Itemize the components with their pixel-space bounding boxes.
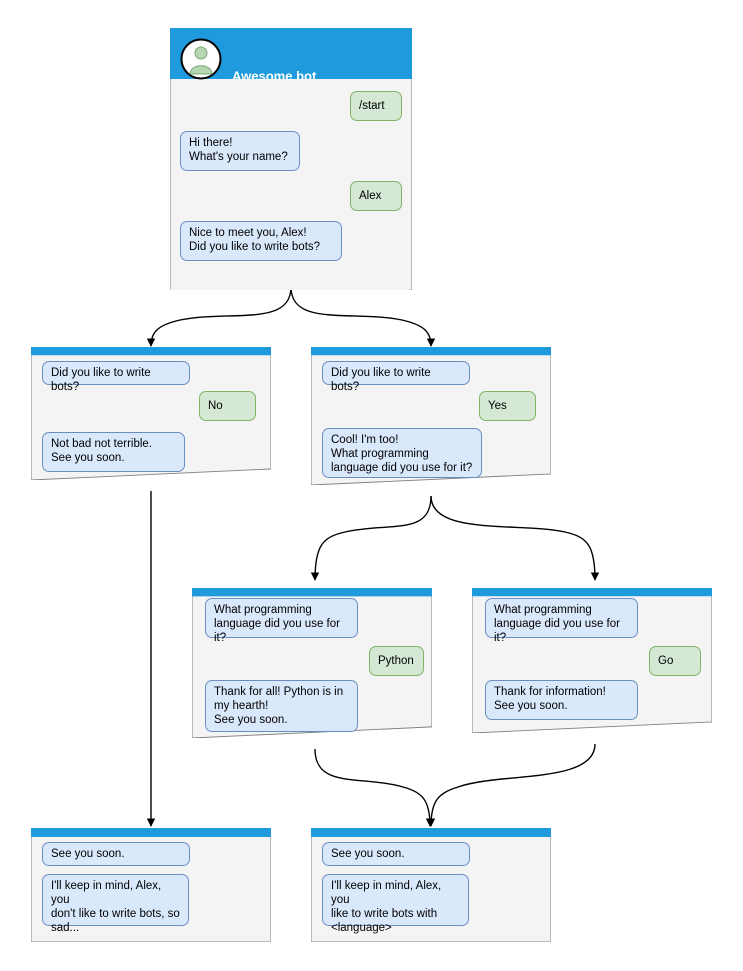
- yes-branch-msg-1[interactable]: Yes: [479, 391, 536, 421]
- go-branch-card[interactable]: What programming language did you use fo…: [472, 588, 712, 733]
- end-no-msg-0[interactable]: See you soon.: [42, 842, 190, 866]
- start-msg-0[interactable]: /start: [350, 91, 402, 121]
- yes-branch-card[interactable]: Did you like to write bots? Yes Cool! I'…: [311, 347, 551, 485]
- python-branch-msg-1[interactable]: Python: [369, 646, 424, 676]
- start-card[interactable]: Awesome bot /start Hi there! What's your…: [170, 28, 412, 290]
- edge-go-to-end-yes: [426, 743, 596, 827]
- start-msg-3[interactable]: Nice to meet you, Alex! Did you like to …: [180, 221, 342, 261]
- no-branch-msg-1[interactable]: No: [199, 391, 256, 421]
- end-yes-msg-0[interactable]: See you soon.: [322, 842, 470, 866]
- end-no-msg-1[interactable]: I'll keep in mind, Alex, you don't like …: [42, 874, 189, 934]
- user-avatar-icon: [180, 38, 222, 85]
- edge-yes-to-python: [310, 495, 432, 581]
- no-branch-msg-0[interactable]: Did you like to write bots?: [42, 361, 190, 393]
- yes-branch-msg-0[interactable]: Did you like to write bots?: [322, 361, 470, 393]
- go-branch-msg-0[interactable]: What programming language did you use fo…: [485, 598, 638, 644]
- no-branch-msg-2[interactable]: Not bad not terrible. See you soon.: [42, 432, 185, 472]
- no-branch-card[interactable]: Did you like to write bots? No Not bad n…: [31, 347, 271, 480]
- edge-start-to-yes: [290, 286, 436, 347]
- go-branch-msg-1[interactable]: Go: [649, 646, 701, 676]
- go-branch-msg-2[interactable]: Thank for information! See you soon.: [485, 680, 638, 720]
- python-branch-msg-0[interactable]: What programming language did you use fo…: [205, 598, 358, 644]
- start-msg-1[interactable]: Hi there! What's your name?: [180, 131, 300, 171]
- start-card-title: Awesome bot: [232, 68, 317, 84]
- edge-python-to-end-yes: [314, 748, 435, 827]
- end-no-card[interactable]: See you soon. I'll keep in mind, Alex, y…: [31, 828, 271, 942]
- start-msg-2[interactable]: Alex: [350, 181, 402, 211]
- edge-start-to-no: [146, 286, 292, 347]
- python-branch-msg-2[interactable]: Thank for all! Python is in my hearth! S…: [205, 680, 358, 732]
- python-branch-card[interactable]: What programming language did you use fo…: [192, 588, 432, 738]
- end-yes-msg-1[interactable]: I'll keep in mind, Alex, you like to wri…: [322, 874, 469, 934]
- yes-branch-msg-2[interactable]: Cool! I'm too! What programming language…: [322, 428, 482, 478]
- edge-yes-to-go: [430, 495, 600, 581]
- end-yes-card[interactable]: See you soon. I'll keep in mind, Alex, y…: [311, 828, 551, 942]
